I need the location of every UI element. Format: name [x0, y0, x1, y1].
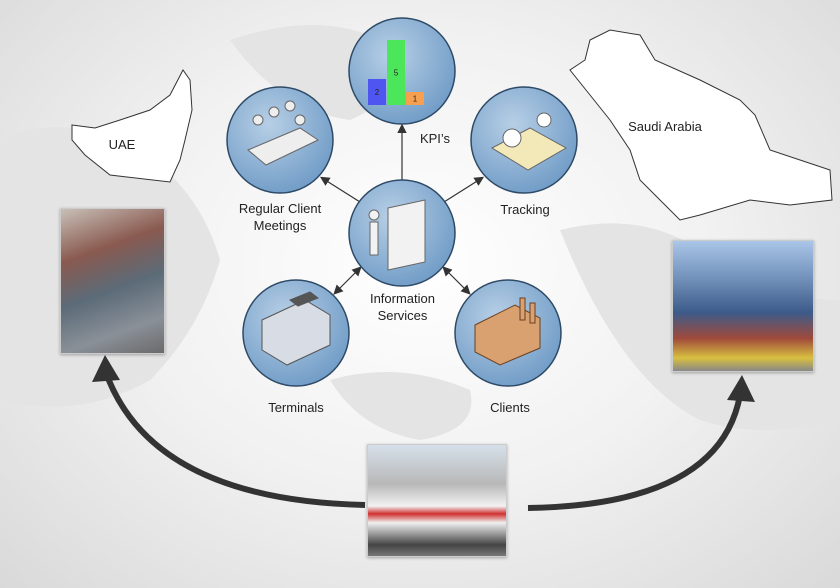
- saudi-arabia-label: Saudi Arabia: [628, 119, 702, 134]
- arrow-to-saudi: [527, 394, 743, 511]
- tracking-desk-icon: [490, 112, 568, 171]
- kpi-bar-label: 1: [413, 95, 418, 104]
- truck-photo: [367, 444, 507, 557]
- kpi-label: KPI’s: [419, 131, 451, 146]
- container-yard-photo: [60, 208, 165, 354]
- container-handler-photo: [672, 240, 814, 372]
- meeting-table-icon: [247, 100, 320, 166]
- clients-label: Clients: [490, 400, 530, 415]
- uae-label: UAE: [108, 137, 136, 152]
- kpi-bar: [368, 79, 386, 105]
- uae-map: [71, 69, 193, 183]
- kpi-bar: [406, 92, 424, 105]
- information-services-label: Information Services: [369, 291, 436, 323]
- factory-icon: [474, 297, 541, 366]
- terminal-building-icon: [261, 291, 331, 366]
- arrow-to-uae: [102, 369, 366, 508]
- tracking-label: Tracking: [500, 202, 550, 217]
- saudi-arabia-map: [569, 29, 833, 221]
- meetings-label: Regular Client Meetings: [238, 201, 322, 233]
- terminals-label: Terminals: [268, 400, 324, 415]
- kpi-bar: [387, 40, 405, 105]
- server-cabinet-icon: [368, 199, 426, 271]
- kpi-bar-label: 5: [394, 69, 399, 78]
- connectors: [319, 123, 485, 295]
- kpi-bar-label: 2: [375, 88, 380, 97]
- kpi-bar-chart-icon: 2 5 1: [368, 40, 424, 105]
